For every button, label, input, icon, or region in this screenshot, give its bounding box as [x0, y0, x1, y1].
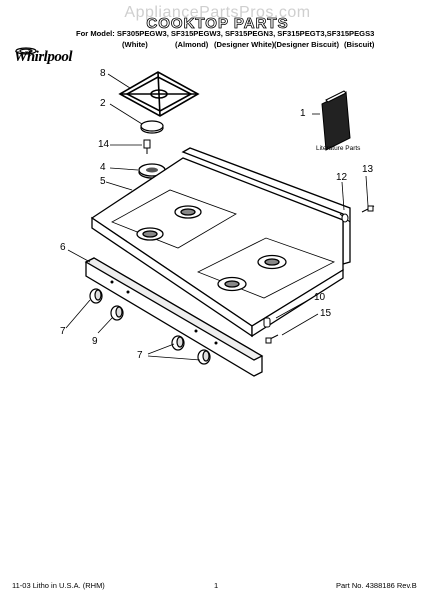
cooktop [90, 147, 351, 338]
grate [118, 71, 200, 117]
whirlpool-swirl-icon [15, 47, 37, 55]
igniter [339, 213, 351, 223]
callout-10: 10 [314, 292, 326, 303]
footer-litho: 11-03 Litho in U.S.A. (RHM) [12, 581, 105, 590]
orifice [143, 139, 151, 154]
clip [263, 317, 271, 328]
panel-holes [110, 280, 218, 345]
callout-8: 8 [100, 68, 106, 79]
knob [171, 335, 185, 351]
callout-9: 9 [92, 336, 98, 347]
igniter-screw [361, 205, 375, 213]
color-biscuit: (Biscuit) [344, 40, 375, 49]
callout-6: 6 [60, 242, 66, 253]
brand-logo: Whirlpool [14, 49, 73, 65]
literature-label: Literature Parts [316, 145, 361, 152]
screw [265, 334, 279, 344]
color-almond: (Almond) [175, 40, 209, 49]
callout-13: 13 [362, 164, 374, 175]
color-designer-biscuit: (Designer Biscuit) [274, 40, 339, 49]
callout-7: 7 [60, 326, 66, 337]
footer-page-number: 1 [214, 581, 219, 590]
control-panel [84, 257, 264, 377]
callout-5: 5 [100, 176, 106, 187]
callout-15: 15 [320, 308, 332, 319]
callout-12: 12 [336, 172, 348, 183]
knobs [89, 288, 211, 365]
callout-1: 1 [300, 108, 306, 119]
watermark: AppliancePartsPros.com [124, 4, 311, 21]
callout-7-lower: 7 [137, 350, 143, 361]
footer-part-number: Part No. 4388186 Rev.B [336, 581, 417, 590]
color-white: (White) [122, 40, 148, 49]
literature-booklet [321, 90, 351, 151]
burner-cap [140, 120, 164, 134]
color-designer-white: (Designer White) [214, 40, 275, 49]
callout-4: 4 [100, 162, 106, 173]
callout-2: 2 [100, 98, 106, 109]
knob [197, 349, 211, 365]
knob [110, 305, 124, 321]
model-numbers: For Model: SF305PEGW3, SF315PEGW3, SF315… [76, 29, 375, 38]
callout-14: 14 [98, 139, 110, 150]
knob [89, 288, 103, 304]
page-title: COOKTOP PARTS [146, 15, 289, 33]
leader-lines [65, 73, 369, 361]
